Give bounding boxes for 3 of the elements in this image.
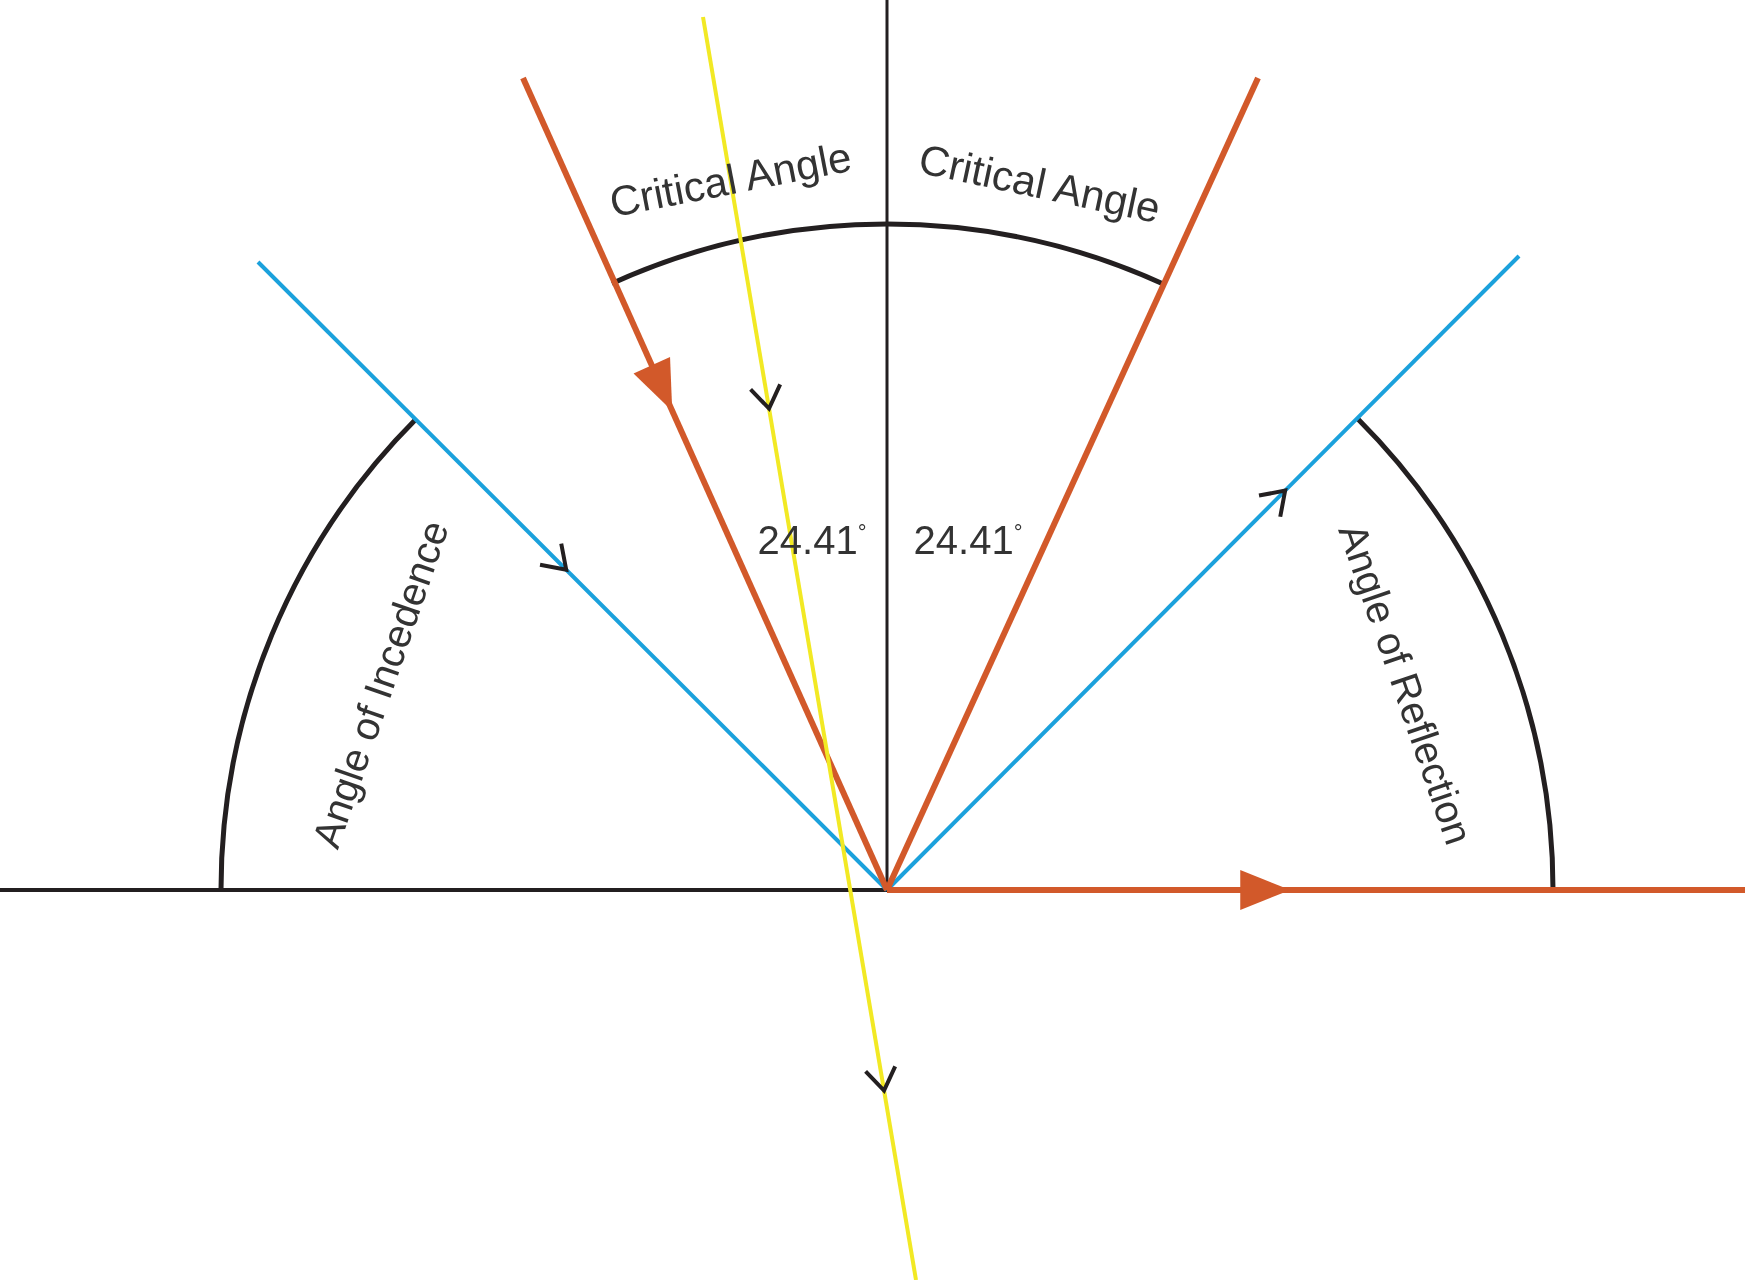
angle-label: Critical Angle <box>606 136 856 224</box>
angle-label: Critical Angle <box>915 138 1165 230</box>
angle-label: 24.41$^{°}$ <box>913 520 1023 560</box>
